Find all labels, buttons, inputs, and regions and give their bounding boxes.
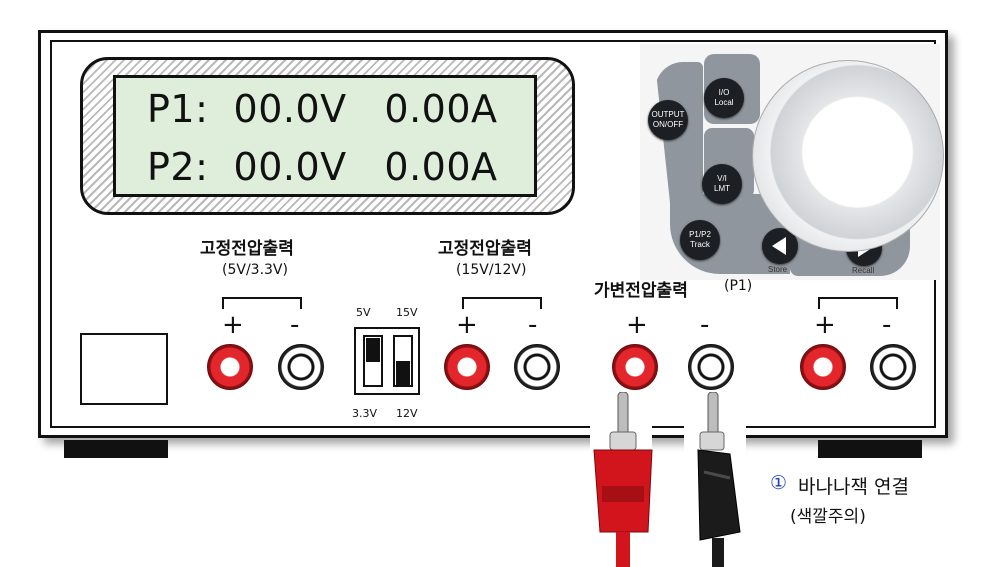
fixed-high-subtitle: (15V/12V) — [456, 262, 527, 278]
variable-plus-label: + — [626, 310, 648, 340]
variable-positive-jack[interactable] — [612, 344, 658, 390]
right-foot — [818, 440, 922, 458]
red-banana-plug — [593, 392, 653, 567]
switch-knob-right — [396, 361, 410, 385]
fixed-low-bracket — [222, 297, 302, 309]
fixed-high-plus-label: + — [456, 310, 478, 340]
voltage-selector-switch[interactable] — [354, 327, 420, 395]
control-knob[interactable] — [752, 60, 944, 252]
io-local-button[interactable]: I/O Local — [704, 78, 744, 118]
variable-negative-jack[interactable] — [688, 344, 734, 390]
banana-plugs — [590, 392, 746, 567]
io-button-line2: Local — [714, 98, 734, 107]
fixed-high-title: 고정전압출력 — [438, 239, 532, 259]
switch-label-3v3: 3.3V — [352, 407, 378, 420]
switch-label-15v: 15V — [396, 306, 418, 319]
left-foot — [64, 440, 168, 458]
p2-positive-jack[interactable] — [800, 344, 846, 390]
p2-plus-label: + — [814, 310, 836, 340]
power-switch[interactable] — [80, 333, 168, 405]
vi-limit-button[interactable]: V/I LMT — [702, 164, 742, 204]
recall-label: Recall — [852, 266, 875, 275]
switch-label-5v: 5V — [356, 306, 371, 319]
fixed-high-positive-jack[interactable] — [444, 344, 490, 390]
switch-slot-left[interactable] — [363, 335, 383, 387]
fixed-low-negative-jack[interactable] — [278, 344, 324, 390]
fixed-high-minus-label: - — [528, 310, 538, 340]
lcd-line-p2: P2: 00.0V 0.00A — [147, 145, 498, 189]
output-button-line1: OUTPUT — [651, 110, 685, 119]
variable-minus-label: - — [700, 310, 710, 340]
p2-negative-jack[interactable] — [870, 344, 916, 390]
vi-button-line1: V/I — [717, 174, 727, 183]
variable-suffix: (P1) — [724, 278, 753, 294]
fixed-low-plus-label: + — [222, 310, 244, 340]
p2-bracket — [818, 297, 898, 309]
fixed-low-subtitle: (5V/3.3V) — [222, 262, 288, 278]
fixed-high-bracket — [462, 297, 542, 309]
annotation-line2: (색깔주의) — [790, 507, 866, 527]
p1-p2-track-button[interactable]: P1/P2 Track — [680, 220, 720, 260]
vi-button-line2: LMT — [714, 184, 730, 193]
annotation-marker: ① — [770, 472, 788, 494]
store-label: Store — [768, 265, 788, 274]
fixed-low-positive-jack[interactable] — [207, 344, 253, 390]
output-on-off-button[interactable]: OUTPUT ON/OFF — [648, 100, 688, 140]
black-banana-plug — [697, 392, 741, 567]
p1p2-button-line2: Track — [690, 240, 710, 249]
p1p2-button-line1: P1/P2 — [689, 230, 711, 239]
variable-title: 가변전압출력 — [594, 281, 688, 301]
fixed-low-title: 고정전압출력 — [200, 239, 294, 259]
switch-knob-left — [366, 338, 380, 362]
io-button-line1: I/O — [718, 88, 730, 97]
switch-label-12v: 12V — [396, 407, 418, 420]
p2-minus-label: - — [882, 310, 892, 340]
switch-slot-right[interactable] — [393, 335, 413, 387]
annotation-line1: 바나나잭 연결 — [798, 476, 909, 498]
play-left-icon — [772, 237, 786, 255]
fixed-high-negative-jack[interactable] — [514, 344, 560, 390]
lcd-screen — [113, 75, 537, 197]
lcd-line-p1: P1: 00.0V 0.00A — [147, 87, 498, 131]
output-button-line2: ON/OFF — [652, 120, 684, 129]
fixed-low-minus-label: - — [290, 310, 300, 340]
